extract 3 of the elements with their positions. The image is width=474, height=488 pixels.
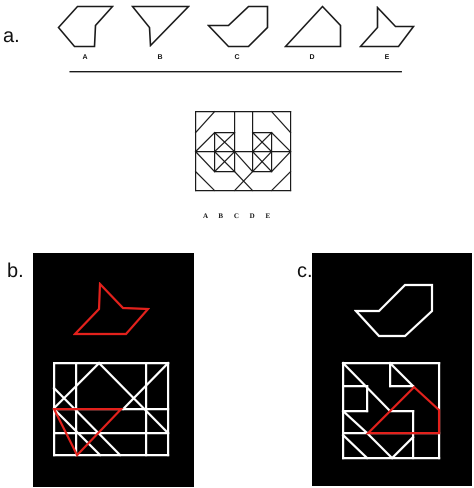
panel-label: a. bbox=[3, 26, 20, 46]
panel-label: b. bbox=[7, 261, 24, 281]
panel-label: c. bbox=[297, 261, 313, 281]
